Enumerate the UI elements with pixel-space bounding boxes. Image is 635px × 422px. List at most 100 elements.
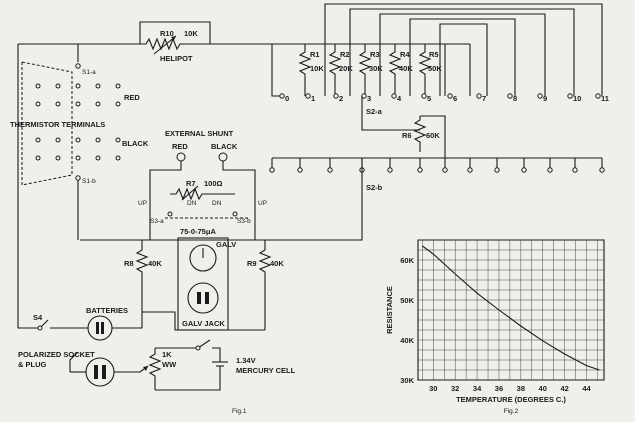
s1-terminal (95, 155, 101, 161)
dn-left-label: DN (187, 200, 197, 207)
s2a-terminal (333, 93, 339, 99)
r8-value: 40K (148, 259, 162, 268)
x-tick-label: 32 (451, 384, 459, 393)
wire (69, 351, 79, 372)
r7-resistor (170, 187, 235, 201)
cell-switch-terminal (195, 345, 201, 351)
s2b-terminal (521, 167, 527, 173)
galv-label: GALV (216, 240, 236, 249)
dn-right-label: DN (212, 200, 222, 207)
s2b-terminal (547, 167, 553, 173)
r3-label: R3 (370, 50, 380, 59)
wire (155, 339, 211, 349)
s1-terminal (55, 101, 61, 107)
fig2-caption: Fig.2 (504, 408, 519, 415)
wire (271, 44, 282, 97)
top-connector-lines (324, 3, 603, 96)
shunt-black-terminal[interactable] (218, 152, 228, 162)
r10-label: R10 (160, 29, 174, 38)
battery-socket (87, 315, 113, 341)
r9-resistor (258, 240, 272, 330)
cell-type: MERCURY CELL (236, 366, 296, 375)
x-tick-label: 34 (473, 384, 482, 393)
s2b-terminal (572, 167, 578, 173)
s2a-position-label: 1 (311, 94, 315, 103)
r1-resistor (298, 44, 312, 96)
s2a-position-label: 6 (453, 94, 457, 103)
black-label: BLACK (122, 139, 149, 148)
s1-terminal (75, 83, 81, 89)
wire (149, 161, 182, 240)
r1-value: 10K (310, 64, 324, 73)
s2a-terminal (279, 93, 285, 99)
s1-terminal (75, 137, 81, 143)
s2a-position-label: 0 (285, 94, 289, 103)
s1-gang-dashed (21, 61, 73, 186)
s2a-position-label: 7 (482, 94, 486, 103)
s3a-terminal (167, 211, 173, 217)
s2b-terminal (494, 167, 500, 173)
s1-terminal (95, 83, 101, 89)
x-tick-label: 30 (429, 384, 437, 393)
x-tick-label: 38 (517, 384, 525, 393)
r1-label: R1 (310, 50, 320, 59)
r7-wiper (181, 185, 199, 201)
helipot-label: HELIPOT (160, 54, 193, 63)
pot-value: 1K (162, 350, 172, 359)
batteries-label: BATTERIES (86, 306, 128, 315)
s2a-terminal (476, 93, 482, 99)
s3a-label: S3-a (150, 218, 164, 225)
wire (212, 347, 221, 362)
r3-value: 30K (369, 64, 383, 73)
s1-terminal (115, 83, 121, 89)
s3b-terminal (232, 211, 238, 217)
r4-value: 40K (399, 64, 413, 73)
s3b-label: S3-b (237, 218, 251, 225)
s1a-label: S1-a (82, 69, 96, 76)
chart-grid (417, 239, 605, 381)
r3-resistor (358, 44, 372, 96)
cell-voltage: 1.34V (236, 356, 256, 365)
y-tick-label: 60K (400, 256, 414, 265)
s1-terminal (95, 137, 101, 143)
s2a-terminal (507, 93, 513, 99)
y-tick-label: 40K (400, 336, 414, 345)
s2b-terminal-row (269, 158, 605, 173)
galv-jack[interactable] (187, 282, 219, 314)
red-label: RED (124, 93, 140, 102)
y-tick-label: 50K (400, 296, 414, 305)
r4-label: R4 (400, 50, 410, 59)
polarized-socket[interactable] (85, 357, 115, 387)
wire (142, 311, 265, 331)
s2a-terminal (537, 93, 543, 99)
shunt-black-label: BLACK (211, 142, 238, 151)
s2a-terminal (567, 93, 573, 99)
r9-value: 40K (270, 259, 284, 268)
wire (439, 23, 488, 96)
s2a-position-label: 9 (543, 94, 547, 103)
r10-wiper-arrow (153, 35, 177, 55)
r10-arrow-head (171, 36, 176, 40)
wire (420, 115, 446, 158)
s2a-position-label: 4 (397, 94, 402, 103)
fig1-caption: Fig.1 (232, 408, 247, 415)
s2a-terminal (595, 93, 601, 99)
s2a-position-label: 11 (601, 94, 609, 103)
shunt-red-label: RED (172, 142, 188, 151)
s1-switch: S1-a S1-b THERMISTOR TERMINALS RED BLACK (10, 44, 149, 240)
up-right-label: UP (258, 200, 267, 207)
shunt-red-terminal[interactable] (176, 152, 186, 162)
s2b-terminal (297, 167, 303, 173)
r4-resistor (388, 44, 402, 96)
s2b-terminal (327, 167, 333, 173)
helipot-bridge (139, 21, 211, 44)
s1-terminal (55, 155, 61, 161)
polarized-label-2: & PLUG (18, 360, 47, 369)
r5-value: 50K (428, 64, 442, 73)
x-tick-label: 42 (560, 384, 568, 393)
s1-terminal (75, 155, 81, 161)
r7-label: R7 (186, 179, 196, 188)
